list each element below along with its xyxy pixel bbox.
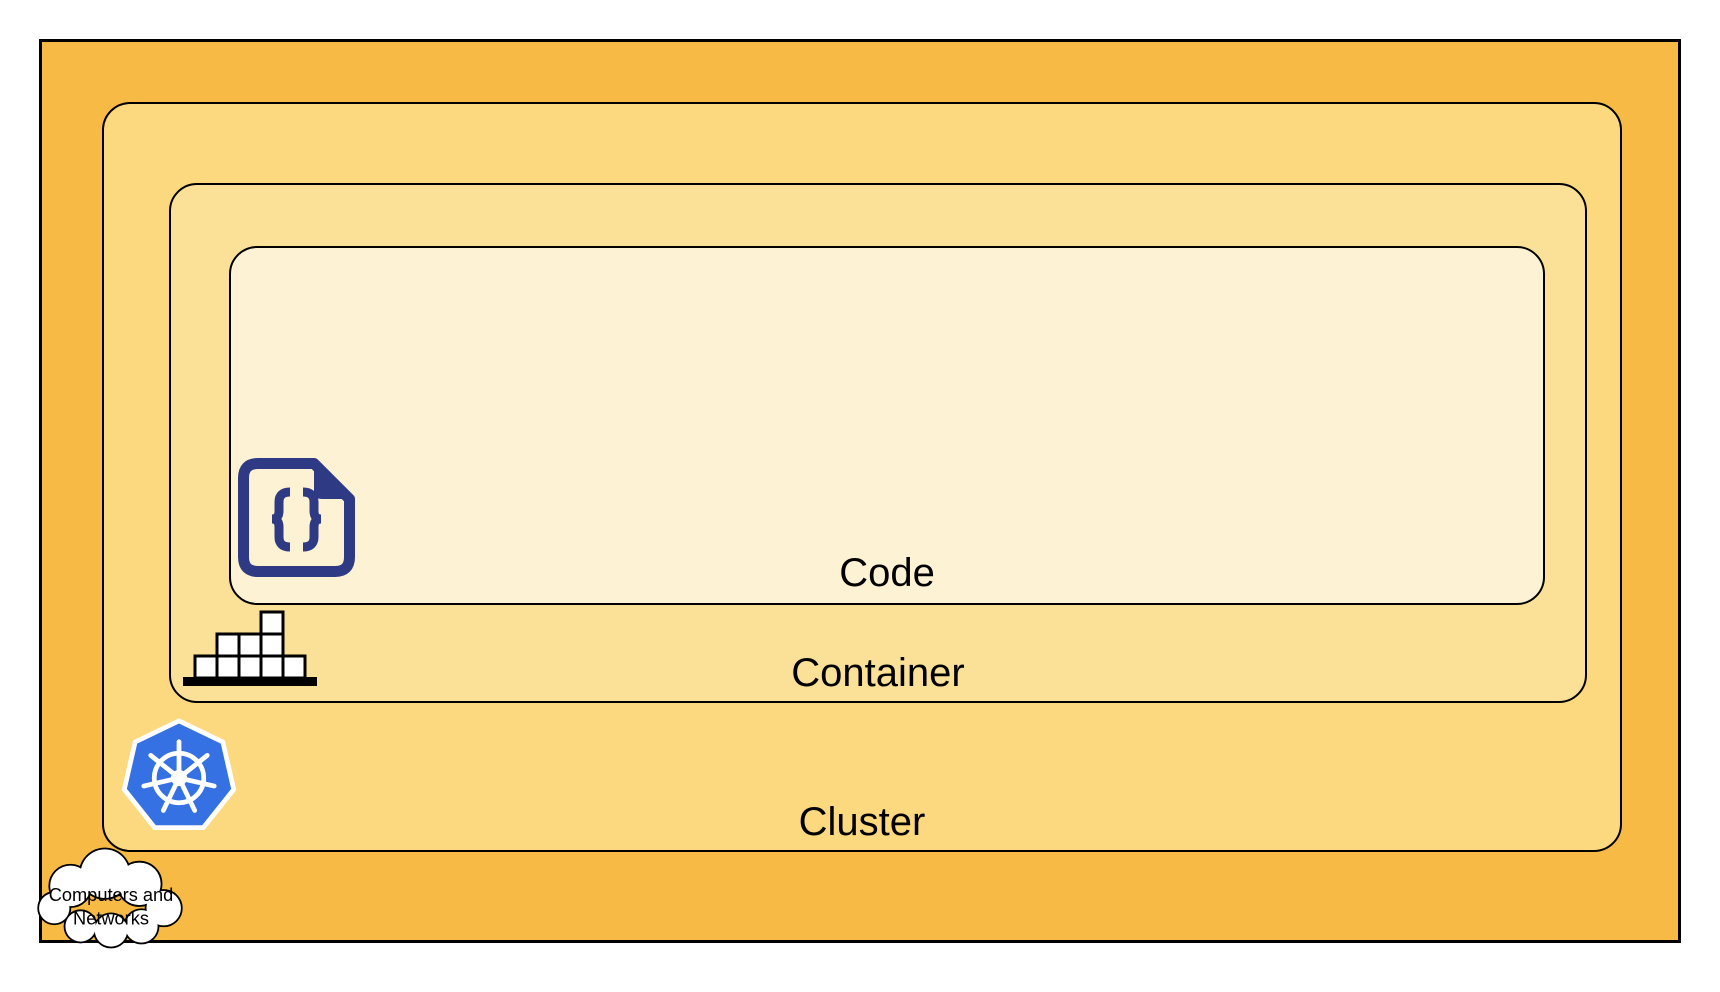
kubernetes-icon — [120, 714, 238, 840]
layer-datacenter-box: Cloud/Co-Lo/Corporate Datacenter Cluster… — [39, 39, 1681, 943]
cloud-body — [39, 849, 181, 947]
container-base-bar — [183, 677, 317, 686]
kubernetes-wheel-ring — [151, 750, 207, 806]
kubernetes-wheel-hub — [170, 769, 188, 787]
layer-cluster-label: Cluster — [798, 800, 926, 844]
layer-container-label: Container — [791, 651, 965, 695]
cloud-label-line2: Networks — [73, 907, 149, 928]
right-brace-glyph — [302, 487, 322, 552]
code-file-dogear — [314, 466, 347, 499]
left-brace-glyph — [271, 487, 291, 552]
layer-container-box: Container Code — [169, 183, 1587, 703]
computers-networks-cloud-icon: Computers and Networks — [34, 843, 188, 949]
container-boxes — [193, 610, 307, 680]
layer-code-box: Code — [229, 246, 1545, 605]
cloud-label-line1: Computers and — [49, 884, 174, 905]
code-file-icon — [238, 458, 355, 577]
code-file-outline — [238, 458, 355, 577]
container-stack-icon — [183, 610, 317, 686]
layer-cluster-box: Cluster Container Code — [102, 102, 1622, 852]
layer-code-label: Code — [839, 551, 935, 595]
